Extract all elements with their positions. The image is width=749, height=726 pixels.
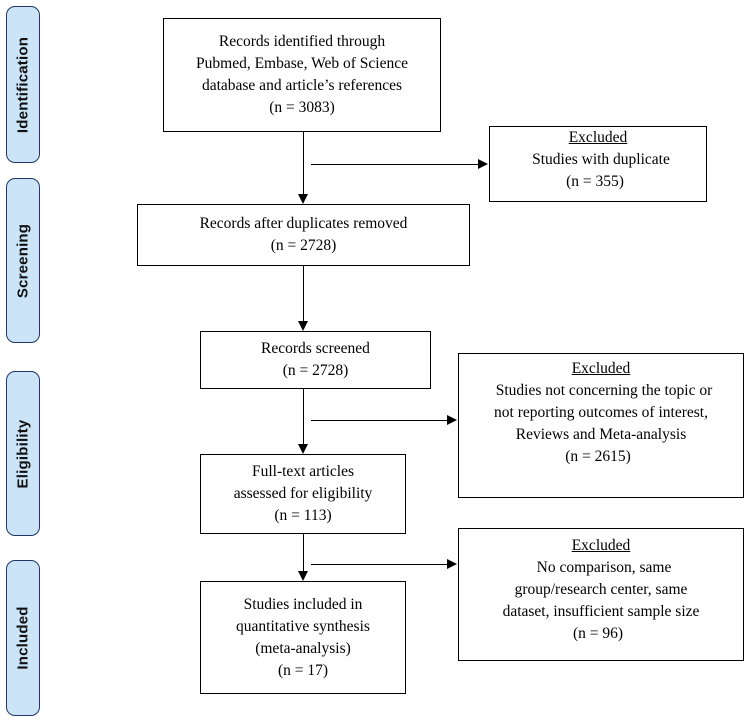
box-records-identified-text: Records identified through Pubmed, Embas… bbox=[196, 33, 408, 116]
connector-after-duplicates-to-screened bbox=[303, 266, 304, 321]
box-excluded-screening-heading: Excluded bbox=[571, 360, 631, 377]
box-studies-included: Studies included in quantitative synthes… bbox=[200, 581, 406, 694]
stage-tab-identification: Identification bbox=[6, 6, 40, 163]
box-records-identified: Records identified through Pubmed, Embas… bbox=[163, 18, 441, 132]
box-studies-included-text: Studies included in quantitative synthes… bbox=[236, 595, 370, 679]
box-excluded-duplicates: Excluded Studies with duplicate (n = 355… bbox=[489, 126, 707, 202]
stage-tab-included: Included bbox=[6, 560, 40, 716]
connector-branch-eligibility bbox=[311, 564, 447, 565]
box-records-after-duplicates-text: Records after duplicates removed (n = 27… bbox=[199, 215, 408, 254]
box-excluded-screening: Excluded Studies not concerning the topi… bbox=[458, 353, 744, 498]
box-fulltext-assessed: Full-text articles assessed for eligibil… bbox=[200, 454, 406, 534]
stage-tab-eligibility: Eligibility bbox=[6, 371, 40, 536]
stage-tab-eligibility-label: Eligibility bbox=[14, 419, 32, 488]
arrowhead-branch-duplicates bbox=[478, 158, 488, 169]
box-records-after-duplicates: Records after duplicates removed (n = 27… bbox=[137, 204, 470, 266]
box-records-screened-text: Records screened (n = 2728) bbox=[261, 340, 370, 379]
connector-branch-screening bbox=[311, 420, 447, 421]
stage-tab-included-label: Included bbox=[14, 606, 32, 670]
arrowhead-screened-to-fulltext bbox=[297, 444, 308, 454]
arrowhead-fulltext-to-included bbox=[297, 571, 308, 581]
box-fulltext-assessed-text: Full-text articles assessed for eligibil… bbox=[233, 463, 373, 524]
arrowhead-branch-eligibility bbox=[447, 558, 457, 569]
connector-fulltext-to-included bbox=[303, 534, 304, 571]
stage-tab-screening-label: Screening bbox=[14, 223, 32, 298]
arrowhead-identified-to-after-duplicates bbox=[297, 194, 308, 204]
stage-tab-screening: Screening bbox=[6, 178, 40, 343]
box-excluded-eligibility: Excluded No comparison, same group/resea… bbox=[458, 528, 744, 661]
box-excluded-eligibility-text: No comparison, same group/research cente… bbox=[502, 559, 700, 642]
connector-screened-to-fulltext bbox=[303, 389, 304, 444]
arrowhead-branch-screening bbox=[447, 414, 457, 425]
box-excluded-screening-text: Studies not concerning the topic or not … bbox=[494, 382, 713, 465]
box-excluded-duplicates-text: Studies with duplicate (n = 355) bbox=[532, 151, 670, 190]
arrowhead-after-duplicates-to-screened bbox=[297, 321, 308, 331]
stage-tab-identification-label: Identification bbox=[14, 36, 32, 133]
connector-identified-to-after-duplicates bbox=[303, 132, 304, 194]
box-excluded-eligibility-heading: Excluded bbox=[571, 537, 631, 554]
connector-branch-duplicates bbox=[311, 164, 478, 165]
box-records-screened: Records screened (n = 2728) bbox=[200, 331, 431, 389]
box-excluded-duplicates-heading: Excluded bbox=[568, 129, 628, 146]
